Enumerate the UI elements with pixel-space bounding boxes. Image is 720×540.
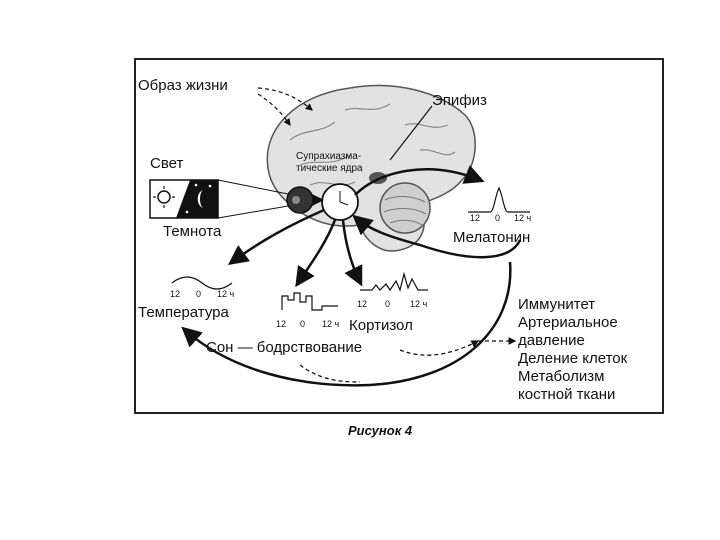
cortisol-label: Кортизол bbox=[349, 317, 413, 334]
cortisol-tick-mid: 0 bbox=[385, 299, 391, 309]
moon-icon bbox=[197, 190, 203, 208]
scn-label-line1: Супрахиазма- bbox=[296, 151, 362, 162]
temperature-label: Температура bbox=[138, 304, 229, 321]
effect-immunity: Иммунитет bbox=[518, 296, 596, 313]
pineal-label: Эпифиз bbox=[432, 92, 487, 109]
melatonin-tick-right: 12 ч bbox=[514, 213, 532, 223]
cortisol-tick-right: 12 ч bbox=[410, 299, 428, 309]
sleep-tick-left: 12 bbox=[276, 319, 287, 329]
figure-caption: Рисунок 4 bbox=[348, 423, 413, 438]
melatonin-label: Мелатонин bbox=[453, 229, 531, 246]
effect-bone-tissue: костной ткани bbox=[518, 386, 616, 403]
brain-folds bbox=[289, 103, 456, 186]
light-label: Свет bbox=[150, 155, 184, 172]
scn-label-line2: тические ядра bbox=[296, 163, 363, 174]
sleep-wake-label: Сон — бодрствование bbox=[206, 339, 363, 356]
melatonin-tick-left: 12 bbox=[470, 213, 481, 223]
effect-blood-pressure-2: давление bbox=[518, 332, 585, 349]
sleep-tick-mid: 0 bbox=[300, 319, 306, 329]
temperature-tick-right: 12 ч bbox=[217, 289, 235, 299]
brain-outline bbox=[266, 84, 476, 252]
sleep-tick-right: 12 ч bbox=[322, 319, 340, 329]
lifestyle-label: Образ жизни bbox=[138, 77, 228, 94]
darkness-label: Темнота bbox=[163, 223, 222, 240]
temperature-tick-left: 12 bbox=[170, 289, 181, 299]
temperature-tick-mid: 0 bbox=[196, 289, 202, 299]
sun-icon bbox=[157, 190, 171, 204]
effect-blood-pressure-1: Артериальное bbox=[518, 314, 618, 331]
effect-cell-division: Деление клеток bbox=[518, 350, 628, 367]
cortisol-tick-left: 12 bbox=[357, 299, 368, 309]
effect-metabolism: Метаболизм bbox=[518, 368, 605, 385]
melatonin-tick-mid: 0 bbox=[495, 213, 501, 223]
